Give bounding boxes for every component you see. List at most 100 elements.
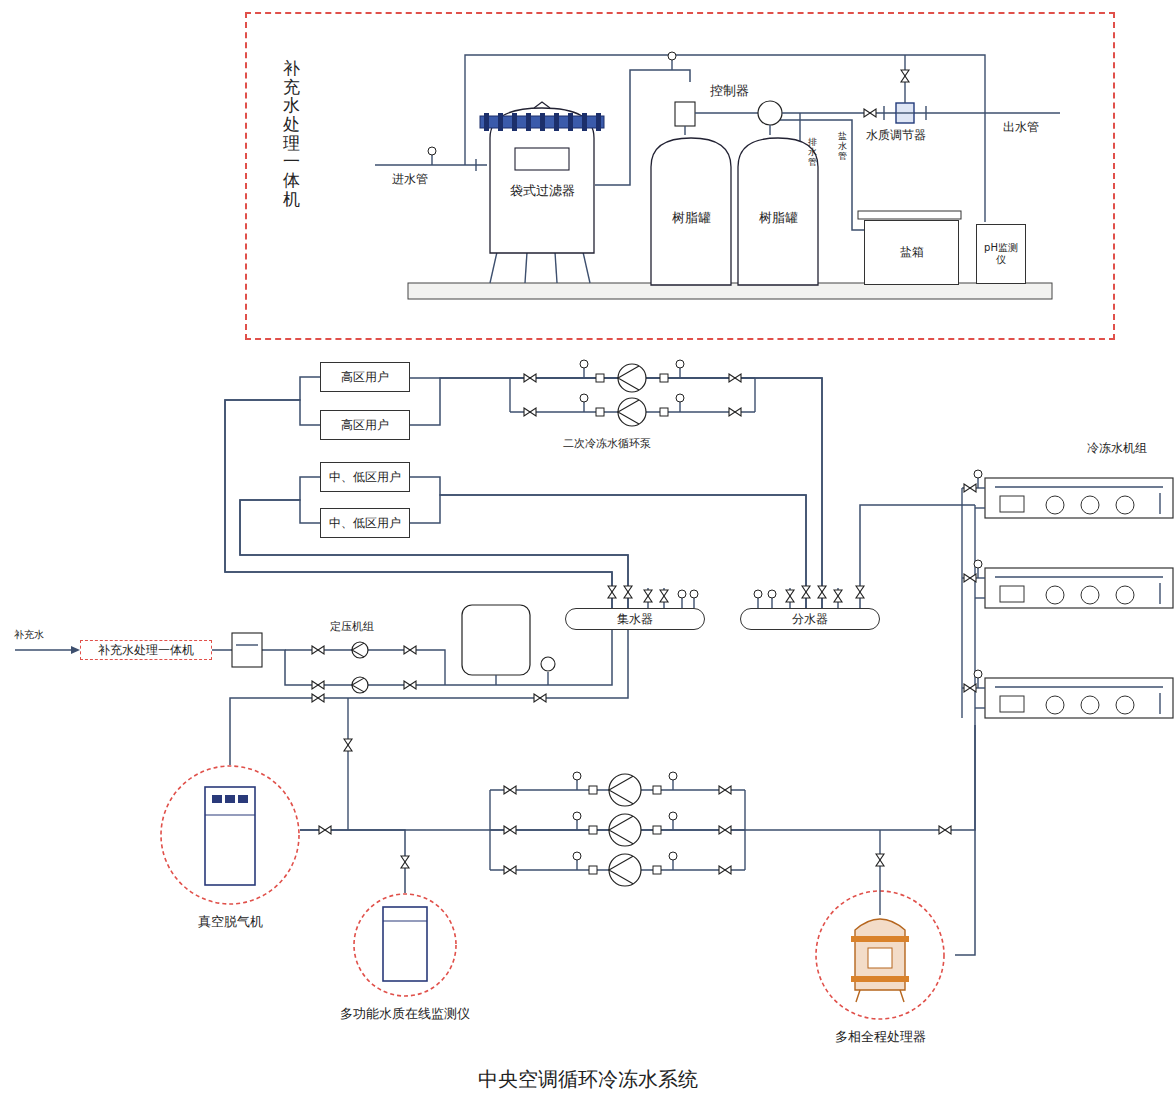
chiller-compressor — [1116, 496, 1134, 514]
chiller-compressor — [1081, 696, 1099, 714]
bypass-pipe — [347, 698, 348, 830]
pipe-label: 排水管 — [808, 138, 817, 168]
ph-monitor: pH监测仪 — [976, 224, 1026, 284]
pump-symbol — [618, 366, 639, 390]
chiller-pipe — [975, 507, 985, 508]
chiller-compressor — [1046, 696, 1064, 714]
valve-symbol — [856, 586, 864, 598]
processor-circle: 多相全程处理器 — [805, 890, 955, 1050]
pipe-connector — [860, 505, 975, 608]
pump-symbol — [352, 678, 364, 692]
user-box: 高区用户 — [320, 362, 410, 392]
pressure-gauge — [541, 657, 555, 671]
processor-band — [851, 976, 909, 982]
valve-symbol — [524, 374, 536, 382]
gauge-stem — [576, 860, 577, 870]
filter-leg — [490, 252, 497, 283]
pump-symbol — [352, 642, 368, 658]
chiller-detail — [1000, 696, 1024, 712]
pipe-connector — [410, 495, 806, 608]
gauge-stem — [757, 598, 758, 608]
gauge-symbol — [428, 147, 436, 155]
valve-symbol — [401, 856, 409, 868]
filter-leg — [555, 252, 557, 283]
salt-box-lid — [858, 211, 961, 219]
pump-symbol — [609, 814, 641, 846]
valve-stem — [769, 125, 770, 135]
node-label: 高区用户 — [341, 418, 389, 432]
node-label: 补充水处理一体机 — [98, 643, 194, 657]
chiller-detail — [1159, 493, 1160, 514]
pump-symbol — [609, 854, 641, 886]
degasser-circle: 真空脱气机 — [160, 765, 300, 940]
flange-bolt — [484, 113, 489, 131]
pipe-label: 出水管 — [1003, 119, 1039, 136]
flange — [475, 159, 476, 171]
pump-symbol — [352, 677, 368, 693]
pump-symbol — [618, 400, 639, 424]
valve-symbol — [719, 866, 731, 874]
gauge-stem — [576, 780, 577, 790]
node-label: 控制器 — [710, 82, 749, 100]
pipe-connector — [240, 500, 628, 608]
fitting-symbol — [589, 826, 597, 834]
node-label: 集水器 — [617, 612, 653, 626]
gauge-symbol — [669, 772, 677, 780]
chiller-unit — [985, 478, 1173, 518]
valve-symbol — [504, 826, 516, 834]
chiller-compressor — [1116, 696, 1134, 714]
gauge-stem — [977, 568, 978, 578]
node-outline — [805, 890, 955, 1020]
valve-symbol — [964, 484, 976, 492]
gauge-symbol — [573, 852, 581, 860]
panel-heading: 补充水处理一体机 — [283, 59, 300, 209]
valve-symbol — [608, 586, 616, 598]
node-label: 多功能水质在线监测仪 — [335, 1005, 475, 1023]
gauge-stem — [771, 598, 772, 608]
gauge-symbol — [974, 560, 982, 568]
node-label: 中、低区用户 — [329, 516, 401, 530]
pipe-connector — [955, 725, 975, 955]
gauge-stem — [679, 368, 680, 378]
valve-symbol — [660, 590, 668, 602]
highlight-circle — [161, 766, 299, 904]
pipe-connector — [410, 378, 822, 608]
node-label: 袋式过滤器 — [489, 182, 595, 200]
valve-symbol — [404, 646, 416, 654]
valve-symbol — [786, 590, 794, 602]
valve-symbol — [901, 70, 909, 82]
conditioner-mark — [896, 112, 914, 113]
gauge-symbol — [668, 52, 676, 60]
filter-leg — [583, 252, 590, 283]
tank-outline — [651, 138, 731, 285]
pipe-connector — [240, 477, 628, 608]
node-label: 高区用户 — [341, 370, 389, 384]
user-box: 高区用户 — [320, 410, 410, 440]
tank-mark — [236, 644, 258, 645]
gauge-stem — [679, 402, 680, 412]
user-box: 中、低区用户 — [320, 462, 410, 492]
chiller-detail — [1159, 583, 1160, 604]
node-label: 冷冻水机组 — [1087, 440, 1147, 457]
processor-pipe — [879, 890, 880, 915]
highlight-circle — [354, 894, 456, 996]
valve-symbol — [312, 681, 324, 689]
cabinet-line — [383, 920, 427, 921]
gauge-stem — [583, 402, 584, 412]
cabinet-button — [238, 795, 248, 803]
pipe-connector — [300, 725, 975, 830]
gauge-symbol — [669, 852, 677, 860]
gauge-symbol — [676, 360, 684, 368]
gauge-symbol — [676, 394, 684, 402]
pump-manifold — [509, 378, 510, 412]
valve-symbol — [524, 408, 536, 416]
pipe-connector — [410, 477, 806, 608]
pipe-label: 定压机组 — [330, 619, 374, 634]
chiller-compressor — [1081, 496, 1099, 514]
node-label: 树脂罐 — [737, 209, 819, 227]
degasser-cabinet — [205, 787, 255, 885]
pump-symbol — [609, 774, 641, 806]
highlight-circle — [816, 891, 944, 1019]
node-label: 多相全程处理器 — [805, 1028, 955, 1046]
gauge-stem — [671, 60, 672, 70]
